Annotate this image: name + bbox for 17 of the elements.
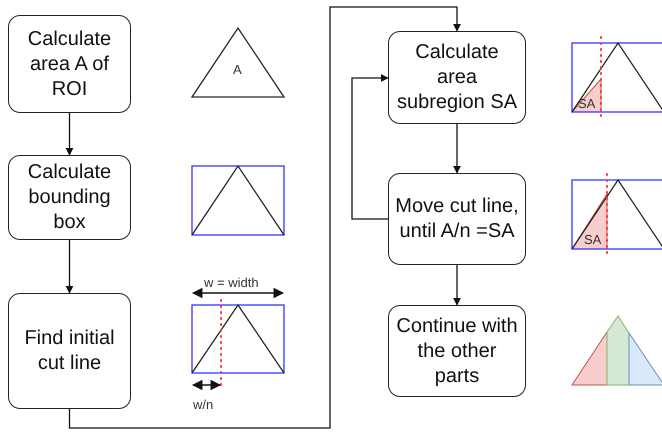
area-label: A bbox=[233, 63, 242, 77]
arrow bbox=[68, 6, 461, 429]
process-box: Calculate area subregion SA bbox=[388, 31, 526, 124]
area-label: SA bbox=[578, 97, 596, 111]
arrow bbox=[453, 265, 461, 306]
dimension-label: w/n bbox=[193, 398, 214, 412]
process-box: Calculate bounding box bbox=[8, 155, 131, 240]
process-box: Continue with the other parts bbox=[388, 305, 526, 397]
arrow bbox=[351, 74, 389, 220]
arrow bbox=[66, 113, 74, 156]
process-box: Move cut line, until A/n =SA bbox=[388, 173, 526, 265]
arrow bbox=[66, 240, 74, 294]
dimension-label: w = width bbox=[204, 276, 259, 290]
area-label: SA bbox=[584, 233, 602, 247]
process-box: Calculate area A of ROI bbox=[8, 15, 131, 113]
arrow bbox=[453, 124, 461, 174]
process-box: Find initial cut line bbox=[8, 293, 131, 409]
